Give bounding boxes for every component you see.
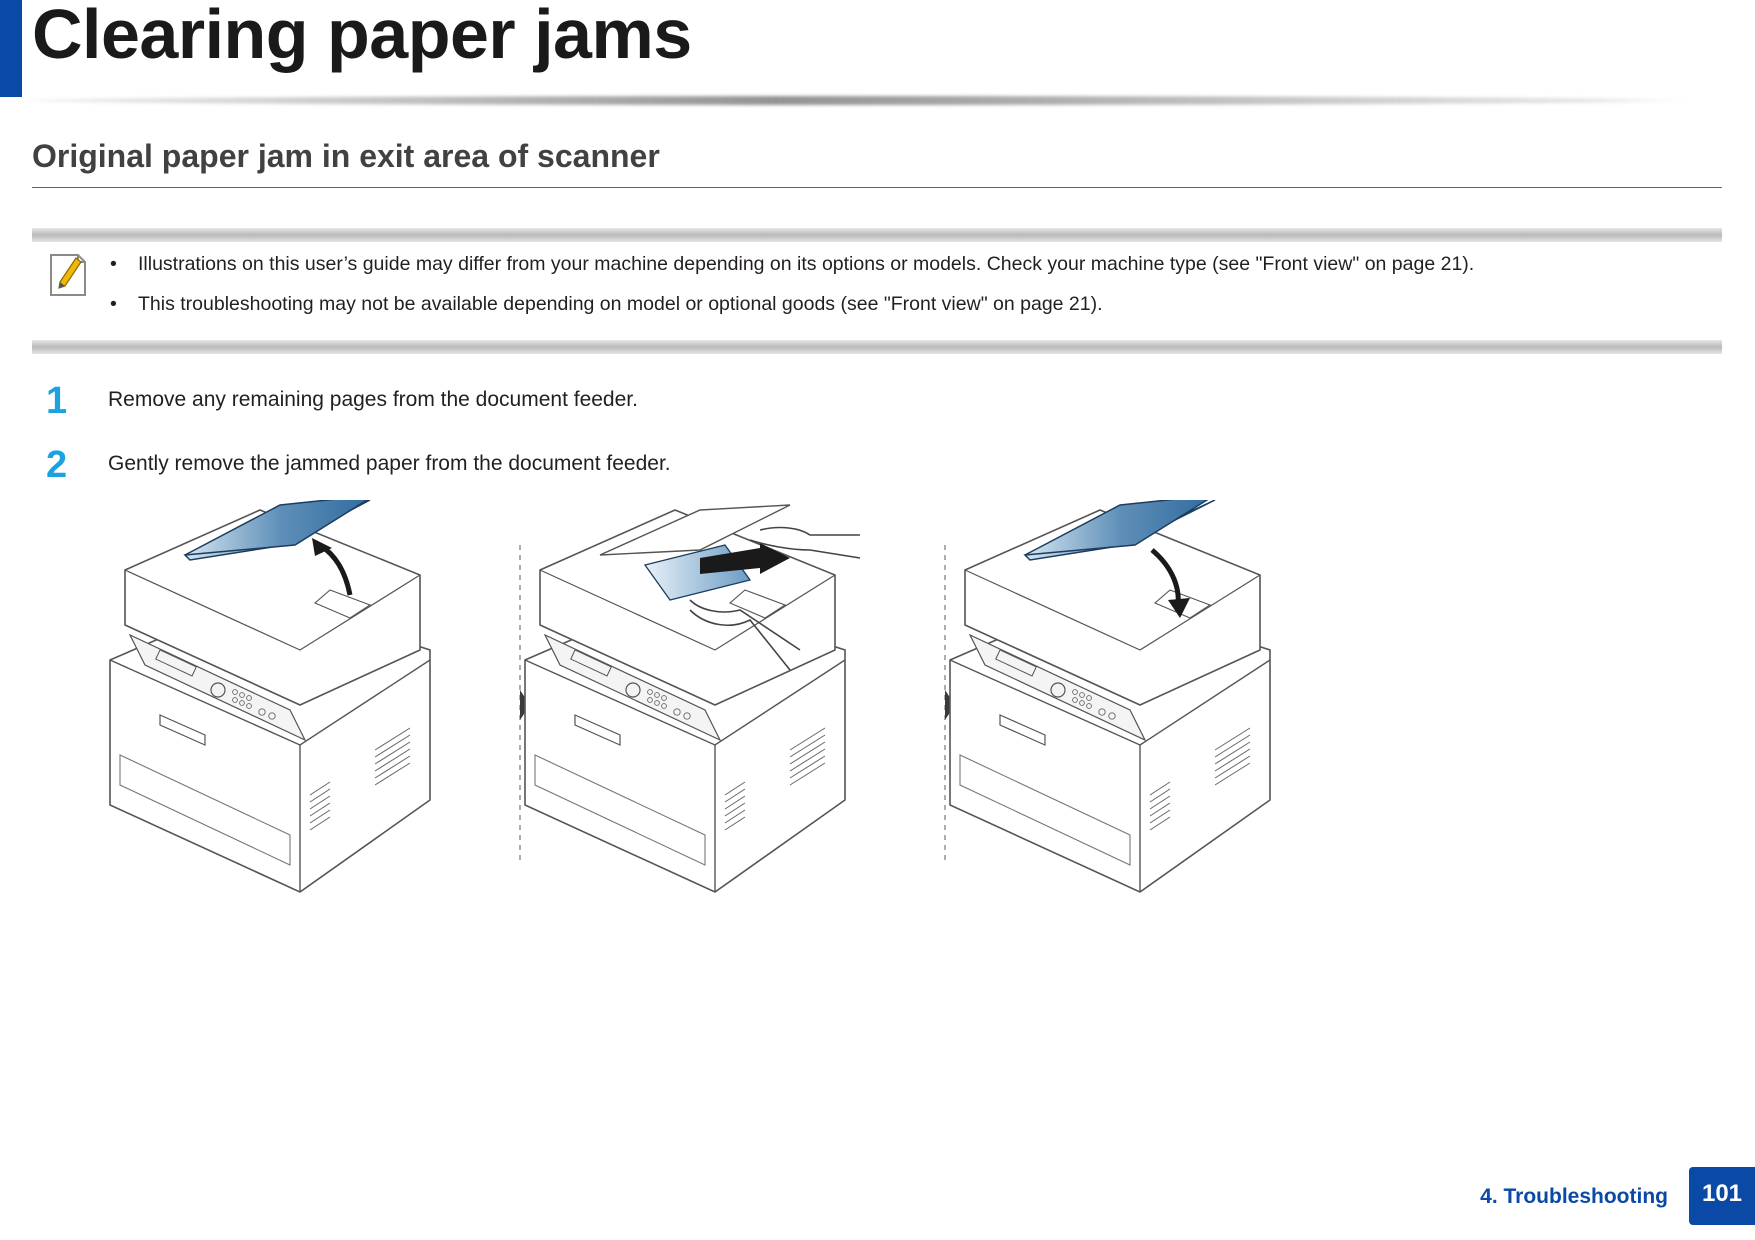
step-text: Gently remove the jammed paper from the … bbox=[108, 452, 671, 475]
section-title: Original paper jam in exit area of scann… bbox=[32, 138, 660, 174]
step-number: 2 bbox=[46, 444, 68, 486]
note-bottom-border bbox=[32, 340, 1722, 354]
note-top-border bbox=[32, 228, 1722, 242]
footer-section-label: 4. Troubleshooting bbox=[1480, 1185, 1668, 1208]
step-number: 1 bbox=[46, 380, 68, 422]
title-underline bbox=[28, 96, 1688, 105]
illustration-step-close bbox=[949, 500, 1271, 893]
step-text: Remove any remaining pages from the docu… bbox=[108, 388, 638, 411]
note-list: •Illustrations on this user’s guide may … bbox=[110, 252, 1474, 332]
page-title: Clearing paper jams bbox=[32, 0, 692, 73]
illustration-sequence bbox=[109, 500, 1271, 893]
title-accent-bar bbox=[0, 0, 22, 97]
note-pencil-icon bbox=[50, 254, 86, 296]
note-item: •Illustrations on this user’s guide may … bbox=[110, 253, 1475, 275]
note-item: •This troubleshooting may not be availab… bbox=[110, 293, 1103, 315]
illustration-step-remove bbox=[524, 504, 861, 893]
illustration-step-open bbox=[109, 500, 431, 893]
page-number: 101 bbox=[1689, 1167, 1755, 1225]
section-divider bbox=[32, 187, 1722, 188]
